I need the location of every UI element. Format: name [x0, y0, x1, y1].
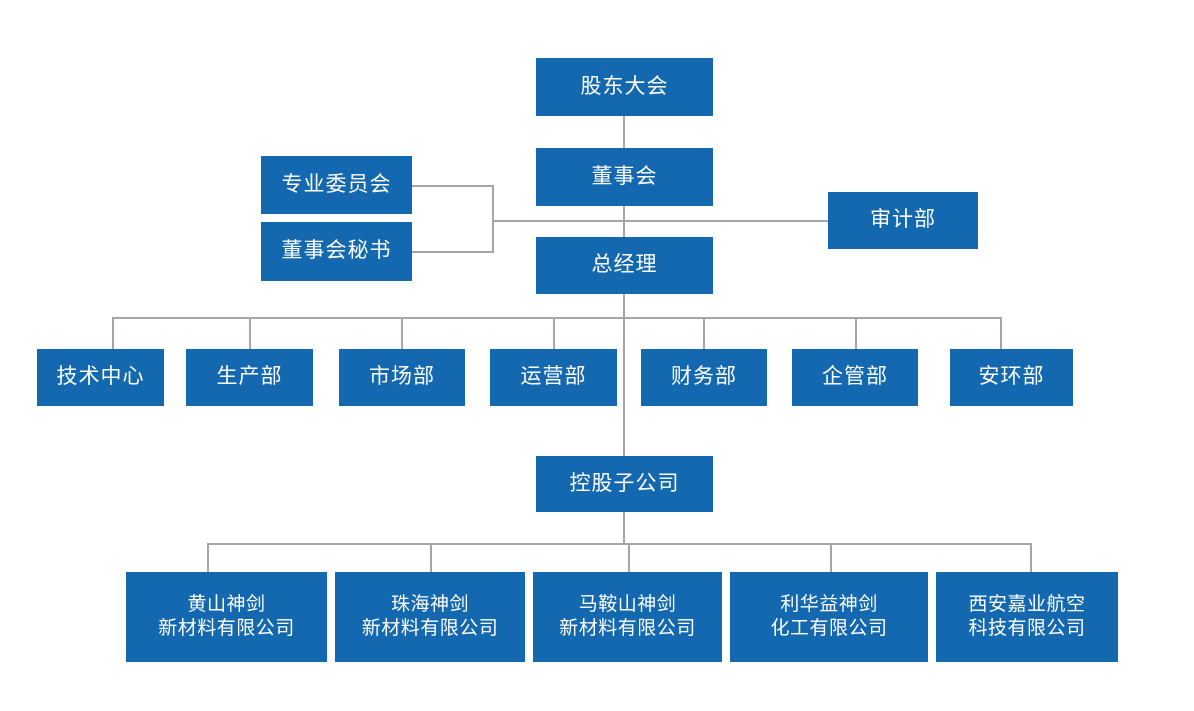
node-label: 董事会秘书 — [281, 239, 392, 263]
node-label-line1: 黄山神剑 — [187, 593, 266, 615]
node-board-secretary[interactable]: 董事会秘书 — [261, 222, 412, 281]
node-label: 财务部 — [671, 365, 737, 389]
node-label-line2: 新材料有限公司 — [158, 618, 295, 639]
node-label-line2: 新材料有限公司 — [559, 618, 696, 639]
connector-gm-to-holding — [623, 293, 625, 457]
node-label: 董事会 — [591, 164, 658, 188]
node-label-line1: 西安嘉业航空 — [968, 593, 1086, 615]
node-label-line1: 利华益神剑 — [780, 593, 878, 615]
connector-drop-lihuayi — [830, 543, 832, 572]
node-label-line2: 科技有限公司 — [968, 618, 1086, 639]
node-department-enterprise-management[interactable]: 企管部 — [792, 349, 918, 406]
node-subsidiary-maanshan[interactable]: 马鞍山神剑 新材料有限公司 — [533, 572, 722, 662]
connector-professional-committee-arm — [412, 185, 494, 187]
connector-drop-production — [249, 317, 251, 349]
node-department-operations[interactable]: 运营部 — [490, 349, 617, 406]
node-label: 专业委员会 — [281, 172, 392, 196]
connector-drop-xian-jiaye — [1030, 543, 1032, 572]
node-subsidiary-lihuayi[interactable]: 利华益神剑 化工有限公司 — [730, 572, 928, 662]
connector-holding-to-subsidiary-bus — [623, 512, 625, 544]
node-label: 企管部 — [822, 365, 888, 389]
connector-drop-enterprise-management — [855, 317, 857, 349]
connector-drop-marketing — [401, 317, 403, 349]
node-audit-department[interactable]: 审计部 — [828, 192, 978, 249]
node-department-finance[interactable]: 财务部 — [641, 349, 767, 406]
node-label: 股东大会 — [580, 74, 669, 98]
node-label: 生产部 — [216, 365, 283, 389]
connector-department-bus — [112, 317, 1000, 319]
node-professional-committee[interactable]: 专业委员会 — [261, 156, 412, 214]
node-label: 安环部 — [978, 365, 1045, 389]
node-label: 运营部 — [520, 365, 587, 389]
node-holding-subsidiaries[interactable]: 控股子公司 — [536, 456, 713, 512]
connector-drop-maanshan — [628, 543, 630, 572]
node-board-of-directors[interactable]: 董事会 — [536, 148, 713, 206]
connector-subsidiary-bus — [207, 543, 1031, 545]
connector-drop-huangshan — [207, 543, 209, 572]
node-subsidiary-huangshan[interactable]: 黄山神剑 新材料有限公司 — [126, 572, 327, 662]
node-subsidiary-zhuhai[interactable]: 珠海神剑 新材料有限公司 — [335, 572, 525, 662]
node-subsidiary-xian-jiaye[interactable]: 西安嘉业航空 科技有限公司 — [936, 572, 1118, 662]
node-label: 技术中心 — [56, 365, 145, 389]
node-general-manager[interactable]: 总经理 — [536, 237, 713, 294]
connector-drop-finance — [703, 317, 705, 349]
connector-drop-safety-environment — [1000, 317, 1002, 349]
node-label-line2: 化工有限公司 — [770, 618, 888, 639]
node-label: 控股子公司 — [569, 471, 680, 495]
node-label: 审计部 — [870, 208, 936, 232]
node-department-marketing[interactable]: 市场部 — [339, 349, 465, 406]
connector-board-secretary-arm — [412, 251, 494, 253]
node-label-line2: 新材料有限公司 — [361, 618, 499, 639]
node-label: 市场部 — [369, 365, 435, 389]
connector-shareholders-to-board — [623, 116, 625, 149]
connector-drop-tech-center — [112, 317, 114, 349]
connector-drop-zhuhai — [430, 543, 432, 572]
connector-left-staff-to-center — [492, 220, 625, 222]
node-label-line1: 马鞍山神剑 — [578, 593, 677, 615]
node-label: 总经理 — [591, 253, 658, 277]
node-shareholders-meeting[interactable]: 股东大会 — [536, 58, 713, 116]
node-label-line1: 珠海神剑 — [390, 593, 469, 615]
connector-left-staff-spine — [492, 185, 494, 253]
node-department-production[interactable]: 生产部 — [186, 349, 313, 406]
node-department-safety-environment[interactable]: 安环部 — [950, 349, 1073, 406]
connector-center-to-audit — [623, 220, 829, 222]
node-department-tech-center[interactable]: 技术中心 — [37, 349, 164, 406]
connector-drop-operations — [553, 317, 555, 349]
